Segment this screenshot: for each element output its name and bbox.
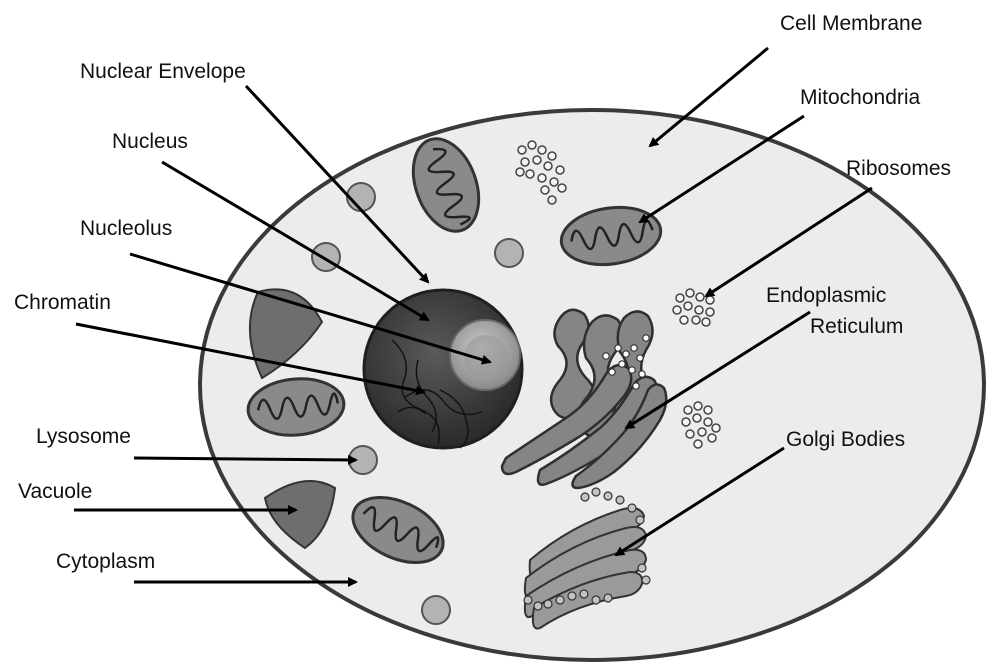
arrow-nucleus [161, 160, 430, 322]
mitochondrion [246, 377, 346, 437]
vesicle [421, 595, 451, 625]
arrow-chromatin [75, 322, 426, 396]
arrow-cell-membrane [648, 46, 769, 148]
vesicle [346, 182, 376, 212]
label-nuclear-envelope: Nuclear Envelope [80, 60, 246, 83]
pointer-arrows [74, 46, 873, 587]
label-ribosomes: Ribosomes [846, 157, 951, 180]
mitochondrion [559, 205, 663, 267]
mitochondrion [351, 496, 445, 564]
arrow-ribosomes [704, 186, 873, 298]
mitochondrion [411, 137, 481, 233]
label-mitochondria: Mitochondria [800, 86, 921, 109]
label-endoplasmic: Endoplasmic [766, 284, 886, 307]
label-nucleolus: Nucleolus [80, 217, 172, 240]
vesicle [494, 238, 524, 268]
golgi-bodies [523, 507, 648, 630]
golgi-vesicles [523, 487, 651, 611]
label-golgi-bodies: Golgi Bodies [786, 428, 905, 451]
ribosomes-cluster [672, 288, 715, 327]
arrow-nuclear-envelope [244, 84, 430, 284]
label-lysosome: Lysosome [36, 425, 131, 448]
vacuole [263, 480, 337, 550]
label-cell-membrane: Cell Membrane [780, 12, 922, 35]
label-chromatin: Chromatin [14, 291, 111, 314]
ribosomes-cluster [681, 401, 721, 449]
arrow-mitochondria [638, 114, 805, 224]
label-vacuole: Vacuole [18, 480, 92, 503]
arrow-nucleolus [129, 252, 492, 365]
vacuole [249, 288, 324, 380]
endoplasmic-reticulum [500, 308, 668, 490]
arrow-endoplasmic-reticulum [624, 310, 811, 430]
ribosomes-cluster [515, 140, 567, 205]
arrow-golgi-bodies [614, 446, 785, 557]
arrow-lysosome [133, 454, 358, 465]
label-cytoplasm: Cytoplasm [56, 550, 155, 573]
label-nucleus: Nucleus [112, 130, 188, 153]
label-reticulum: Reticulum [810, 315, 903, 338]
er-ribosomes [602, 334, 650, 390]
